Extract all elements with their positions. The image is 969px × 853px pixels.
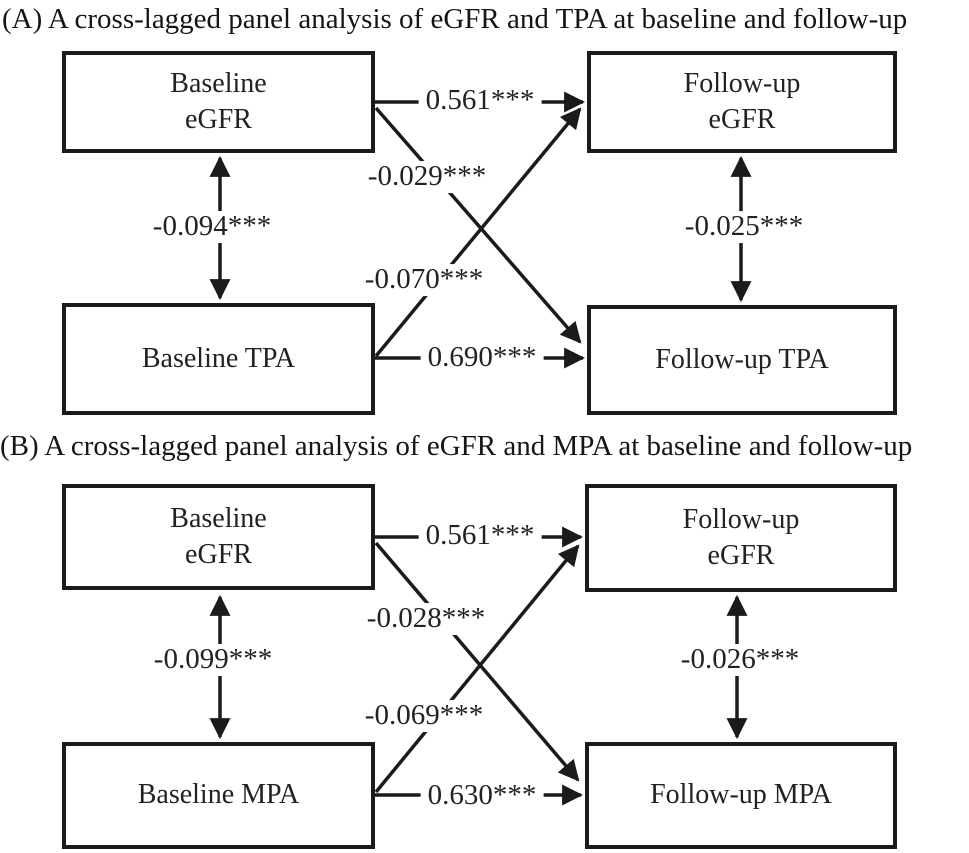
coef-a-followup-correlation: -0.025*** bbox=[677, 210, 811, 243]
node-label: eGFR bbox=[185, 539, 252, 570]
node-label: Follow-up TPA bbox=[655, 343, 829, 375]
arrow-b-baseline-mpa-to-followup-egfr bbox=[374, 544, 580, 794]
coef-b-cross-mpa-to-egfr: -0.069*** bbox=[357, 699, 491, 732]
coef-a-baseline-correlation: -0.094*** bbox=[145, 210, 279, 243]
arrow-b-baseline-egfr-to-followup-mpa bbox=[374, 541, 580, 782]
coef-b-cross-egfr-to-mpa: -0.028*** bbox=[359, 602, 493, 635]
coef-b-baseline-correlation: -0.099*** bbox=[146, 643, 280, 676]
coef-b-followup-correlation: -0.026*** bbox=[673, 643, 807, 676]
node-label: Baseline bbox=[170, 67, 267, 99]
node-b-baseline-mpa: Baseline MPA bbox=[62, 742, 375, 849]
node-label: Follow-up MPA bbox=[650, 779, 832, 811]
node-label: Follow-up bbox=[682, 503, 800, 535]
node-a-followup-tpa: Follow-up TPA bbox=[587, 305, 897, 415]
arrow-a-baseline-egfr-to-followup-tpa bbox=[374, 106, 582, 344]
panel-b-title: (B) A cross-lagged panel analysis of eGF… bbox=[0, 430, 913, 462]
node-b-followup-mpa: Follow-up MPA bbox=[585, 742, 897, 849]
node-label: Baseline TPA bbox=[141, 342, 296, 374]
arrow-a-baseline-tpa-to-followup-egfr bbox=[374, 107, 582, 358]
node-label: Baseline MPA bbox=[137, 779, 300, 811]
node-b-followup-egfr: Follow-up eGFR bbox=[585, 484, 897, 592]
node-label: Baseline bbox=[170, 502, 267, 534]
coef-a-stability-tpa: 0.690*** bbox=[420, 341, 544, 374]
node-label: eGFR bbox=[185, 104, 252, 135]
coef-b-stability-mpa: 0.630*** bbox=[420, 779, 544, 812]
node-a-followup-egfr: Follow-up eGFR bbox=[587, 51, 897, 153]
node-a-baseline-tpa: Baseline TPA bbox=[62, 303, 375, 415]
panel-a-title: (A) A cross-lagged panel analysis of eGF… bbox=[2, 3, 908, 35]
node-label: eGFR bbox=[708, 104, 776, 135]
node-b-baseline-egfr: Baseline eGFR bbox=[62, 484, 375, 590]
coef-b-stability-egfr: 0.561*** bbox=[418, 519, 542, 552]
node-label: eGFR bbox=[707, 540, 775, 571]
coef-a-cross-tpa-to-egfr: -0.070*** bbox=[357, 263, 491, 296]
coef-a-stability-egfr: 0.561*** bbox=[418, 84, 542, 117]
node-label: Follow-up bbox=[683, 67, 801, 99]
coef-a-cross-egfr-to-tpa: -0.029*** bbox=[360, 160, 494, 193]
node-a-baseline-egfr: Baseline eGFR bbox=[62, 51, 375, 153]
